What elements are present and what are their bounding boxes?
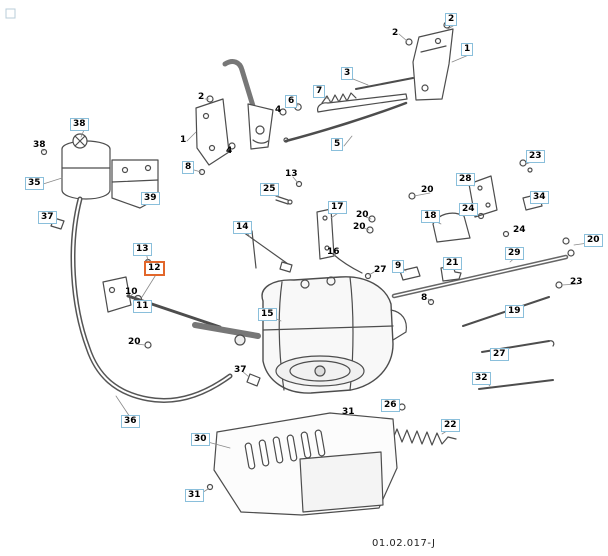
callout-20: 20 <box>128 337 141 347</box>
callout-23: 23 <box>570 277 583 287</box>
callout-8: 8 <box>421 293 428 303</box>
callout-34: 34 <box>530 191 549 204</box>
callout-28: 28 <box>456 173 475 186</box>
callout-38: 38 <box>70 118 89 131</box>
callout-4: 4 <box>275 105 282 115</box>
callout-10: 10 <box>125 287 138 297</box>
callout-24: 24 <box>459 203 478 216</box>
callout-20: 20 <box>421 185 434 195</box>
callout-20: 20 <box>353 222 366 232</box>
callout-39: 39 <box>141 192 160 205</box>
callout-5: 5 <box>331 138 344 151</box>
diagram-code: 01.02.017-J <box>372 538 436 549</box>
callout-31: 31 <box>342 407 355 417</box>
callout-14: 14 <box>233 221 252 234</box>
callout-7: 7 <box>313 85 326 98</box>
part-guard-plate <box>206 412 398 516</box>
callout-11: 11 <box>133 300 152 313</box>
callout-25: 25 <box>260 183 279 196</box>
callout-23: 23 <box>526 150 545 163</box>
callout-22: 22 <box>441 419 460 432</box>
part-reservoir <box>40 133 111 200</box>
callout-13: 13 <box>133 243 152 256</box>
callout-2: 2 <box>392 28 399 38</box>
callout-12: 12 <box>144 261 165 276</box>
callout-36: 36 <box>121 415 140 428</box>
callout-29: 29 <box>505 247 524 260</box>
callout-1: 1 <box>180 135 187 145</box>
callout-31: 31 <box>185 489 204 502</box>
callout-37: 37 <box>38 211 57 224</box>
callout-37: 37 <box>234 365 247 375</box>
part-rod-and-spring-top <box>283 77 414 143</box>
callout-20: 20 <box>356 210 369 220</box>
callout-9: 9 <box>392 260 405 273</box>
callout-27: 27 <box>490 348 509 361</box>
callout-13: 13 <box>285 169 298 179</box>
callout-26: 26 <box>381 399 400 412</box>
callout-24: 24 <box>513 225 526 235</box>
callout-2: 2 <box>445 13 458 26</box>
callout-32: 32 <box>472 372 491 385</box>
part-bracket-upper-left <box>195 95 287 176</box>
callout-30: 30 <box>191 433 210 446</box>
callout-2: 2 <box>198 92 205 102</box>
callout-16: 16 <box>327 247 340 257</box>
callout-15: 15 <box>258 308 277 321</box>
part-shift-lever <box>222 59 274 150</box>
corner-mark <box>5 8 16 19</box>
callout-35: 35 <box>25 177 44 190</box>
callout-4: 4 <box>226 146 233 156</box>
callout-19: 19 <box>505 305 524 318</box>
callout-1: 1 <box>461 43 474 56</box>
callout-27: 27 <box>374 265 387 275</box>
callout-17: 17 <box>328 201 347 214</box>
callout-3: 3 <box>341 67 354 80</box>
callout-20: 20 <box>584 234 603 247</box>
part-hose <box>70 196 233 403</box>
callout-18: 18 <box>421 210 440 223</box>
callout-38: 38 <box>33 140 46 150</box>
callout-6: 6 <box>285 95 298 108</box>
part-transaxle <box>246 276 407 394</box>
callout-21: 21 <box>443 257 462 270</box>
callout-8: 8 <box>182 161 195 174</box>
